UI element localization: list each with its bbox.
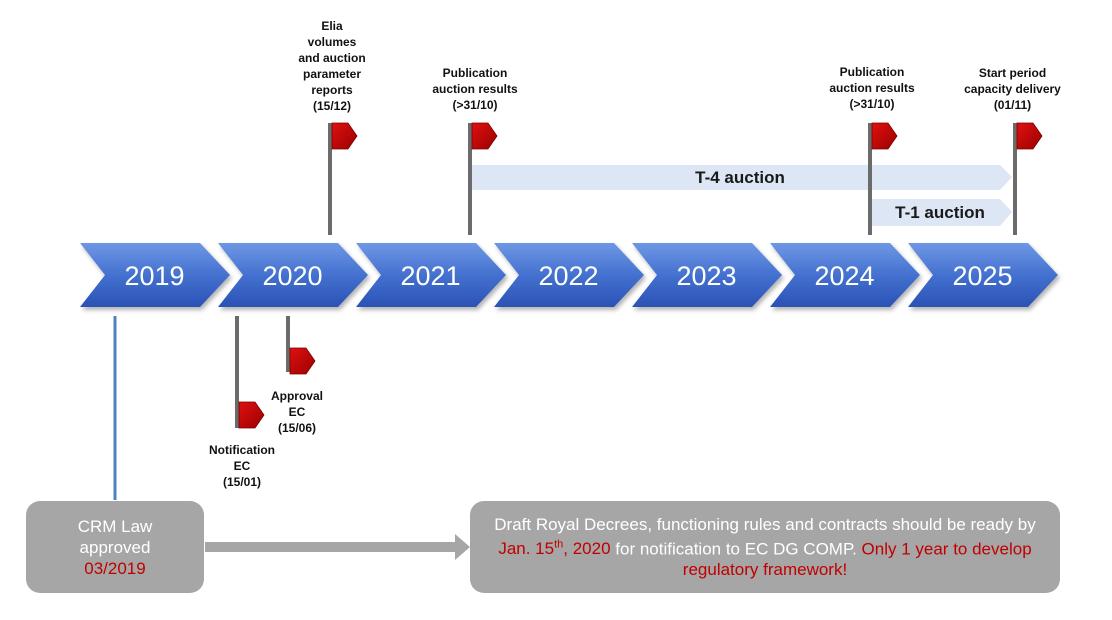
milestone-flags: [235, 122, 1043, 429]
year-chevron-2024: 2024: [770, 243, 920, 307]
year-chevron-2023: 2023: [632, 243, 782, 307]
crm-law-line1: CRM Law: [77, 516, 153, 536]
milestone-approval-label: Approval EC (15/06): [270, 389, 323, 435]
draft-text-part1: Draft Royal Decrees, functioning rules a…: [494, 514, 1036, 534]
flag-publication-2021: [468, 122, 498, 235]
milestone-publication-2021-label: Publication auction results (>31/10): [432, 66, 518, 112]
year-label-2023: 2023: [676, 261, 736, 291]
flag-approval: [286, 316, 316, 375]
year-chevron-2022: 2022: [494, 243, 644, 307]
year-chevrons: 2019 2020 2021 2022 2023 2024 2025: [80, 243, 1058, 307]
draft-box-text: Draft Royal Decrees, functioning rules a…: [492, 514, 1038, 581]
draft-highlight-date: Jan. 15th, 2020: [498, 538, 611, 559]
flag-start-delivery: [1013, 122, 1043, 235]
year-label-2025: 2025: [952, 261, 1012, 291]
crm-law-box: CRM Law approved 03/2019: [26, 501, 204, 593]
flag-notification-icon: [238, 401, 265, 429]
milestone-notification-label: Notification EC (15/01): [209, 443, 275, 489]
flag-elia: [328, 122, 358, 235]
flow-arrow: [205, 534, 470, 560]
year-chevron-2019: 2019: [80, 243, 230, 307]
draft-royal-decrees-box: Draft Royal Decrees, functioning rules a…: [470, 501, 1060, 593]
crm-law-line2: approved: [79, 537, 151, 557]
year-label-2020: 2020: [262, 261, 322, 291]
flag-approval-icon: [289, 347, 316, 375]
flag-publication-2024-icon: [871, 122, 898, 150]
crm-law-date: 03/2019: [84, 558, 146, 578]
flag-elia-icon: [331, 122, 358, 150]
year-label-2019: 2019: [124, 261, 184, 291]
flag-publication-2021-icon: [471, 122, 498, 150]
t1-auction-bar: T-1 auction: [870, 199, 1012, 226]
t4-auction-label: T-4 auction: [695, 168, 785, 187]
year-chevron-2021: 2021: [356, 243, 506, 307]
year-chevron-2020: 2020: [218, 243, 368, 307]
year-label-2021: 2021: [400, 261, 460, 291]
year-label-2022: 2022: [538, 261, 598, 291]
flag-start-delivery-icon: [1016, 122, 1043, 150]
milestone-elia-label: Elia volumes and auction parameter repor…: [298, 19, 366, 113]
t4-auction-bar: T-4 auction: [470, 165, 1012, 190]
t1-auction-label: T-1 auction: [895, 203, 985, 222]
milestone-start-delivery-label: Start period capacity delivery (01/11): [964, 66, 1061, 112]
draft-highlight-end: Only 1 year to develop regulatory framew…: [682, 539, 1032, 580]
flag-notification: [235, 316, 265, 429]
year-label-2024: 2024: [814, 261, 874, 291]
milestone-publication-2024-label: Publication auction results (>31/10): [829, 65, 915, 111]
draft-text-part2: for notification to EC DG COMP.: [610, 539, 862, 559]
year-chevron-2025: 2025: [908, 243, 1058, 307]
flag-publication-2024: [868, 122, 898, 235]
